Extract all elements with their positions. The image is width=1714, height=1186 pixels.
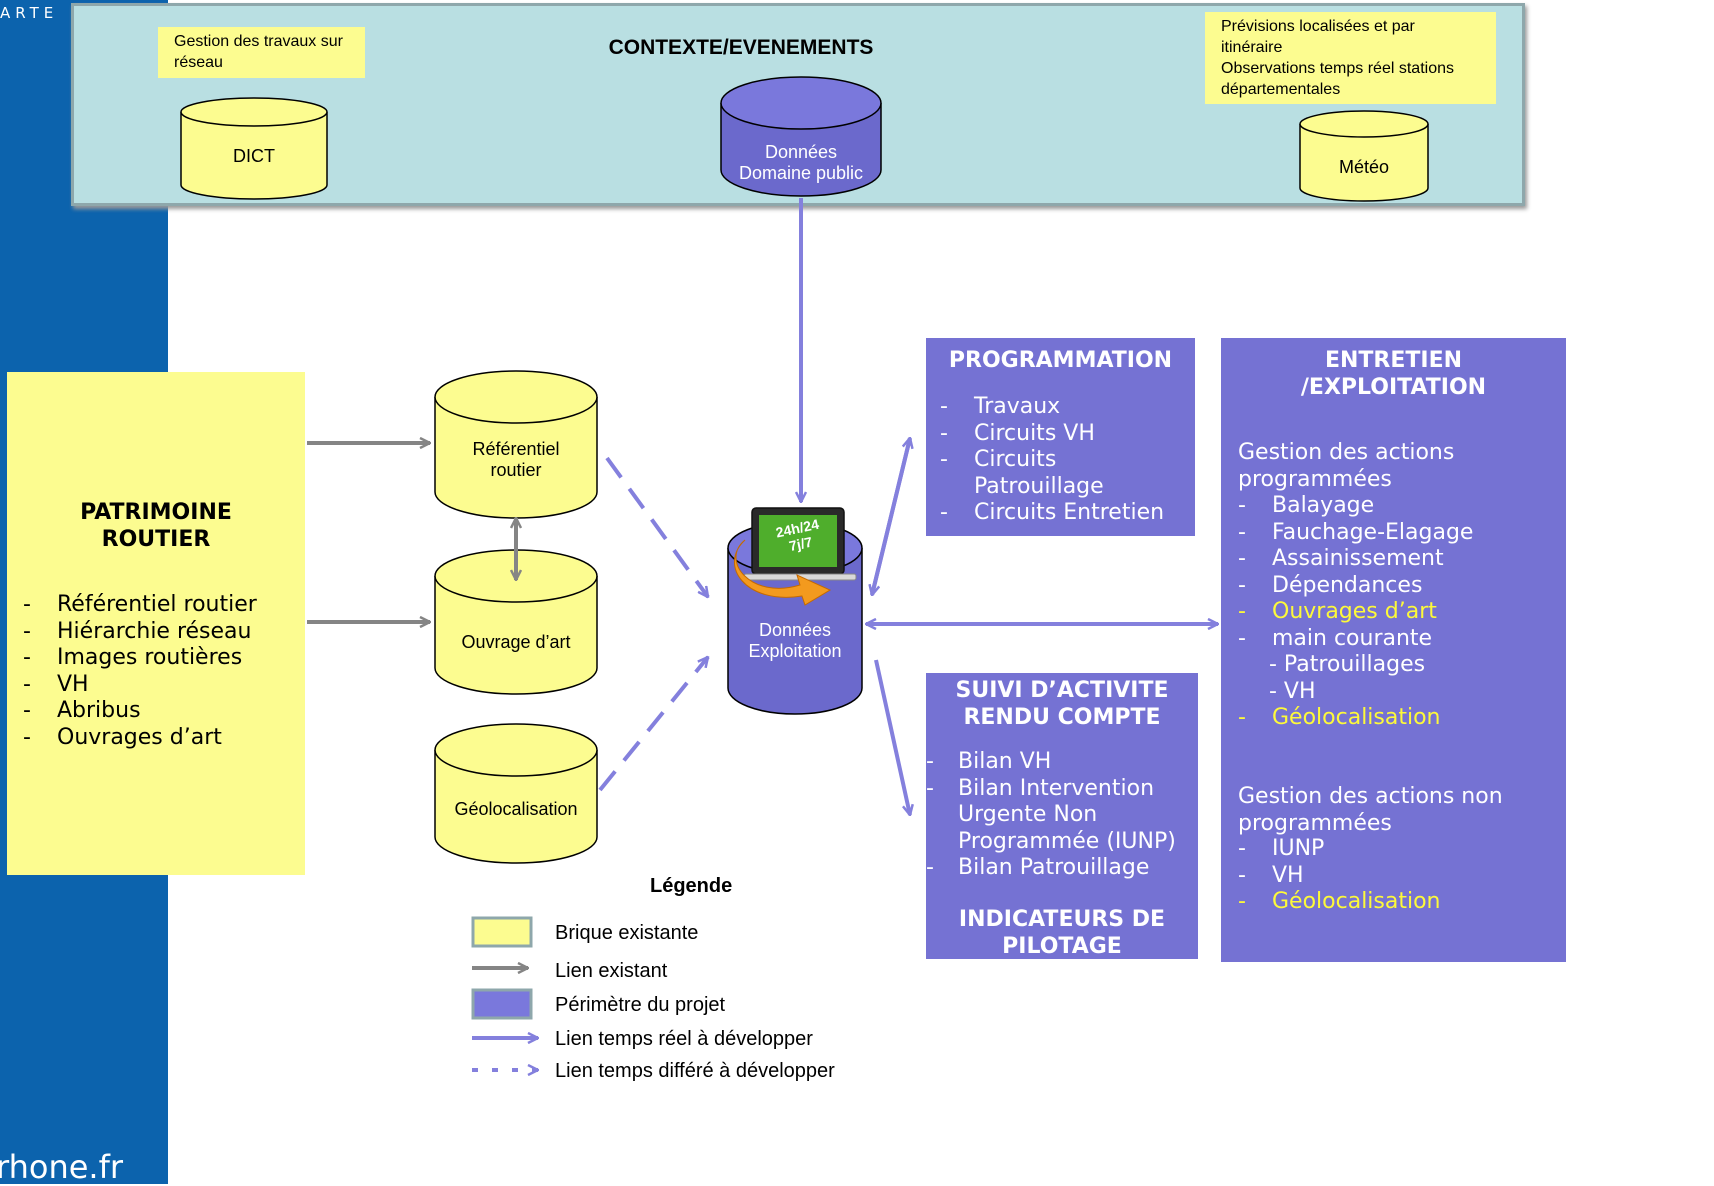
list-item: -Circuits Patrouillage — [940, 447, 1104, 499]
programmation-list: -Travaux -Circuits VH -Circuits Patrouil… — [940, 394, 1164, 527]
sidebar-brand-top: ARTE — [0, 4, 59, 22]
link-exploitation-suivi — [874, 659, 910, 815]
list-item: -Bilan Intervention Urgente Non Programm… — [926, 775, 1176, 854]
list-item: -Abribus — [23, 698, 141, 723]
db-meteo-label: Météo — [1338, 157, 1390, 177]
list-item-highlight: -Géolocalisation — [1238, 705, 1441, 730]
list-item: -main courante — [1238, 625, 1433, 651]
suivi-box: SUIVI D’ACTIVITE RENDU COMPTE -Bilan VH … — [926, 673, 1198, 959]
list-item: -Ouvrages d’art — [23, 724, 222, 750]
db-ouvrage-label: Ouvrage d’art — [461, 632, 571, 652]
list-item: -Circuits Entretien — [940, 500, 1165, 525]
list-item: -Référentiel routier — [23, 592, 257, 617]
list-item: -VH — [1238, 862, 1304, 888]
legend-label-deferred-link: Lien temps différé à développer — [555, 1060, 835, 1082]
entretien-section2-title: Gestion des actions non programmées — [1238, 784, 1503, 836]
legend-title: Légende — [650, 875, 733, 897]
sidebar-brand-url: rhone.fr — [0, 1148, 124, 1186]
db-dict-label: DICT — [233, 146, 275, 166]
list-item: -Dépendances — [1238, 572, 1423, 598]
list-item: -Hiérarchie réseau — [23, 618, 252, 644]
db-geolocalisation-cylinder — [434, 723, 598, 864]
entretien-title: ENTRETIEN /EXPLOITATION — [1300, 348, 1487, 400]
legend-label-realtime-link: Lien temps réel à développer — [555, 1028, 813, 1050]
patrimoine-list: -Référentiel routier -Hiérarchie réseau … — [23, 592, 257, 751]
context-title: CONTEXTE/EVENEMENTS — [608, 36, 874, 59]
patrimoine-title: PATRIMOINE ROUTIER — [80, 500, 232, 552]
entretien-section1-title: Gestion des actions programmées — [1238, 440, 1455, 492]
list-item: -Circuits VH — [940, 420, 1095, 446]
list-item-highlight: -Géolocalisation — [1238, 889, 1441, 914]
list-item: -Assainissement — [1238, 546, 1444, 571]
db-dict-cylinder — [180, 97, 328, 200]
db-meteo-cylinder — [1299, 110, 1429, 202]
suivi-title: SUIVI D’ACTIVITE RENDU COMPTE — [955, 678, 1169, 730]
link-programmation-exploitation — [872, 437, 912, 595]
legend-swatch-project — [471, 988, 533, 1020]
list-item-highlight: -Ouvrages d’art — [1238, 599, 1437, 624]
list-item: -IUNP — [1238, 836, 1325, 861]
db-exploitation-label: Données Exploitation — [748, 620, 842, 661]
list-item: -Bilan VH — [926, 749, 1052, 774]
suivi-list: -Bilan VH -Bilan Intervention Urgente No… — [926, 749, 1176, 882]
entretien-list1: -Balayage -Fauchage-Elagage -Assainissem… — [1238, 493, 1473, 732]
link-referentiel-exploitation — [605, 456, 708, 597]
link-geolocalisation-exploitation — [598, 657, 708, 792]
note-previsions-meteo: Prévisions localisées et par itinéraire … — [1205, 12, 1496, 104]
db-domaine-public-cylinder — [720, 76, 882, 197]
db-referentiel-label: Référentiel routier — [472, 439, 560, 480]
list-item: -Balayage — [1238, 493, 1375, 518]
note-gestion-travaux: Gestion des travaux sur réseau — [158, 27, 365, 78]
legend-label-project: Périmètre du projet — [555, 994, 726, 1016]
legend-swatch-existing — [471, 916, 533, 948]
laptop-24h-icon — [734, 507, 857, 606]
db-domaine-public-label: Données Domaine public — [738, 142, 864, 183]
list-item: -Images routières — [23, 645, 243, 670]
programmation-box: PROGRAMMATION -Travaux -Circuits VH -Cir… — [926, 338, 1195, 536]
suivi-footer-title: INDICATEURS DE PILOTAGE — [958, 907, 1166, 959]
patrimoine-box: PATRIMOINE ROUTIER -Référentiel routier … — [7, 372, 305, 875]
legend-label-existing-link: Lien existant — [555, 960, 668, 982]
list-item: -VH — [23, 671, 89, 697]
entretien-list2: -IUNP -VH -Géolocalisation — [1238, 836, 1441, 916]
db-referentiel-cylinder — [434, 370, 598, 519]
entretien-box: ENTRETIEN /EXPLOITATION Gestion des acti… — [1221, 338, 1566, 962]
list-subitem: - Patrouillages — [1269, 652, 1426, 677]
list-item: -Travaux — [940, 394, 1061, 419]
db-geolocalisation-label: Géolocalisation — [454, 799, 578, 819]
list-item: -Fauchage-Elagage — [1238, 519, 1474, 545]
list-item: -Bilan Patrouillage — [926, 855, 1150, 880]
legend-label-existing: Brique existante — [555, 922, 699, 944]
programmation-title: PROGRAMMATION — [948, 348, 1173, 373]
list-subitem: - VH — [1269, 678, 1316, 704]
